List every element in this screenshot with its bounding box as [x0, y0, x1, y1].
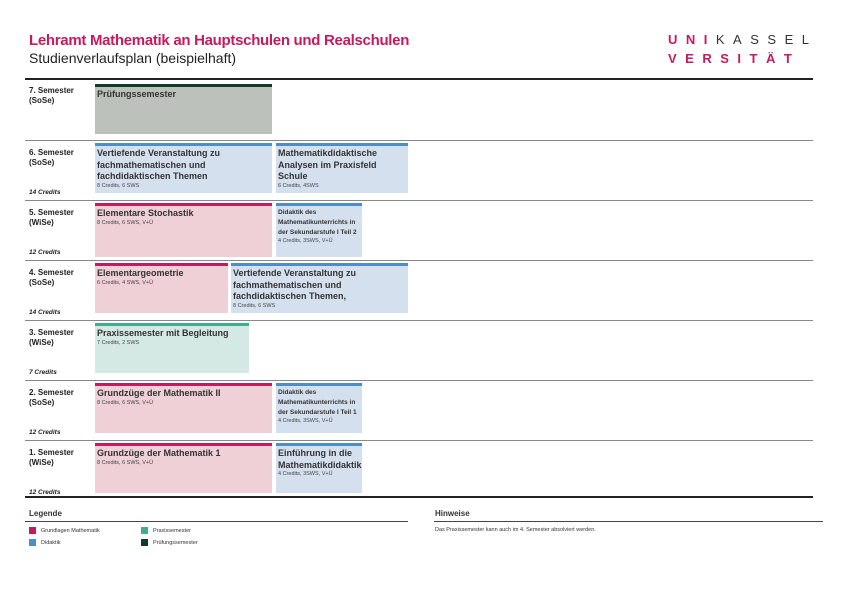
- module-details: 6 Credits, 4 SWS, V+Ü: [97, 279, 154, 286]
- module-details: 8 Credits, 6 SWS: [97, 182, 140, 189]
- module-box[interactable]: Praxissemester mit Begleitung 7 Credits,…: [95, 323, 249, 373]
- module-name: Elementare Stochastik: [97, 208, 194, 218]
- module-name: Didaktik des Mathematikunterrichts in de…: [278, 389, 357, 416]
- semester-label: 5. Semester(WiSe): [29, 208, 74, 227]
- module-details: 8 Credits, 6 SWS, V+Ü: [97, 219, 154, 226]
- module-name: Grundzüge der Mathematik II: [97, 388, 221, 398]
- module-details: 6 Credits, 4SWS: [278, 182, 319, 189]
- swatch-icon: [141, 527, 148, 534]
- semester-credits: 14 Credits: [29, 309, 61, 316]
- divider: [25, 78, 813, 80]
- module-name: Praxissemester mit Begleitung: [97, 328, 229, 338]
- row-divider: [25, 380, 813, 381]
- module-name: Elementargeometrie: [97, 268, 184, 278]
- semester-label: 1. Semester(WiSe): [29, 448, 74, 467]
- page-title: Lehramt Mathematik an Hauptschulen und R…: [29, 32, 410, 49]
- module-details: 7 Credits, 2 SWS: [97, 339, 140, 346]
- semester-label: 4. Semester(SoSe): [29, 268, 74, 287]
- divider: [434, 521, 823, 522]
- module-box[interactable]: Vertiefende Veranstaltung zu fachmathema…: [95, 143, 272, 193]
- swatch-icon: [29, 527, 36, 534]
- row-divider: [25, 260, 813, 261]
- row-divider: [25, 440, 813, 441]
- swatch-icon: [141, 539, 148, 546]
- module-name: Einführung in die Mathematikdidaktik: [278, 448, 362, 470]
- semester-credits: 7 Credits: [29, 369, 57, 376]
- legend-item-pruefung: Prüfungssemester: [141, 539, 198, 546]
- row-divider: [25, 200, 813, 201]
- row-divider: [25, 320, 813, 321]
- module-details: 4 Credits, 3SWS, V+Ü: [278, 471, 333, 477]
- module-box[interactable]: Einführung in die Mathematikdidaktik 4 C…: [276, 443, 362, 493]
- semester-credits: 12 Credits: [29, 489, 61, 496]
- semester-credits: 14 Credits: [29, 189, 61, 196]
- module-details: 4 Credits, 3SWS, V+Ü: [278, 238, 333, 244]
- legend-item-praxis: Praxissemester: [141, 527, 191, 534]
- module-box[interactable]: Mathematikdidaktische Analysen im Praxis…: [276, 143, 408, 193]
- module-name: Didaktik des Mathematikunterrichts in de…: [278, 209, 357, 236]
- legend-item-math: Grundlagen Mathematik: [29, 527, 100, 534]
- module-box[interactable]: Elementargeometrie 6 Credits, 4 SWS, V+Ü: [95, 263, 228, 313]
- semester-label: 6. Semester(SoSe): [29, 148, 74, 167]
- module-details: 8 Credits, 6 SWS, V+Ü: [97, 399, 154, 406]
- swatch-icon: [29, 539, 36, 546]
- module-name: Prüfungssemester: [97, 89, 177, 99]
- module-name: Mathematikdidaktische Analysen im Praxis…: [278, 148, 378, 181]
- legend-item-didaktik: Didaktik: [29, 539, 61, 546]
- module-box[interactable]: Elementare Stochastik 8 Credits, 6 SWS, …: [95, 203, 272, 257]
- semester-credits: 12 Credits: [29, 429, 61, 436]
- divider: [25, 496, 813, 498]
- module-box[interactable]: Didaktik des Mathematikunterrichts in de…: [276, 203, 362, 257]
- module-box[interactable]: Prüfungssemester: [95, 84, 272, 134]
- semester-label: 2. Semester(SoSe): [29, 388, 74, 407]
- module-box[interactable]: Grundzüge der Mathematik 1 8 Credits, 6 …: [95, 443, 272, 493]
- notes-title: Hinweise: [435, 509, 470, 518]
- notes-text: Das Praxissemester kann auch im 4. Semes…: [435, 527, 596, 533]
- legend-title: Legende: [29, 509, 62, 518]
- module-box[interactable]: Vertiefende Veranstaltung zu fachmathema…: [231, 263, 408, 313]
- page-subtitle: Studienverlaufsplan (beispielhaft): [29, 50, 237, 66]
- divider: [25, 521, 408, 522]
- module-details: 4 Credits, 3SWS, V+Ü: [278, 418, 333, 424]
- module-box[interactable]: Didaktik des Mathematikunterrichts in de…: [276, 383, 362, 433]
- module-name: Grundzüge der Mathematik 1: [97, 448, 221, 458]
- module-details: 8 Credits, 6 SWS: [233, 302, 276, 309]
- row-divider: [25, 140, 813, 141]
- semester-credits: 12 Credits: [29, 249, 61, 256]
- semester-label: 7. Semester(SoSe): [29, 86, 74, 105]
- module-details: 8 Credits, 6 SWS, V+Ü: [97, 459, 154, 466]
- module-name: Vertiefende Veranstaltung zu fachmathema…: [97, 148, 221, 181]
- module-name: Vertiefende Veranstaltung zu fachmathema…: [233, 268, 357, 301]
- semester-label: 3. Semester(WiSe): [29, 328, 74, 347]
- module-box[interactable]: Grundzüge der Mathematik II 8 Credits, 6…: [95, 383, 272, 433]
